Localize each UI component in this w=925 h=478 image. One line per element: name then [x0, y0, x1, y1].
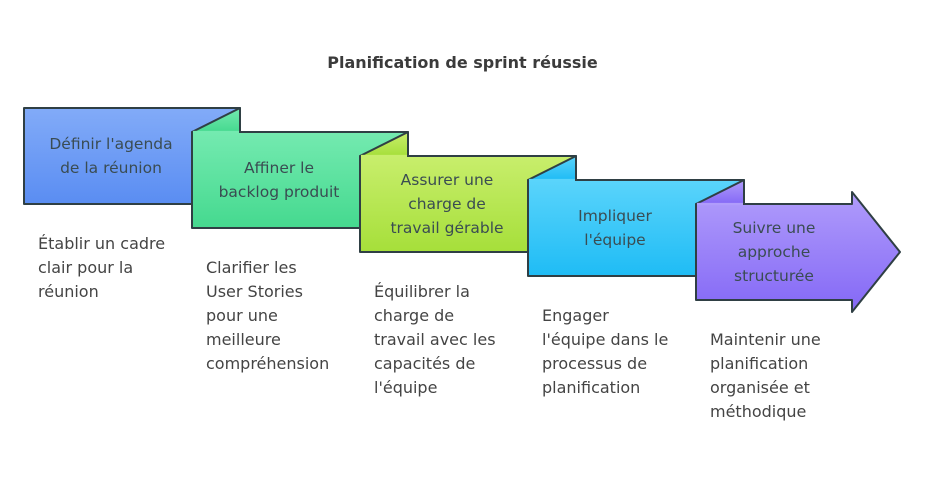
step-description-2: Clarifier les User Stories pour une meil… [206, 258, 330, 373]
step-description-5: Maintenir une planification organisée et… [710, 330, 821, 421]
step-label-text: Définir l'agenda de la réunion [49, 132, 172, 180]
step-label-line: Assurer une [400, 171, 494, 189]
step-label-line: approche [737, 243, 811, 261]
step-label-line: l'équipe [584, 231, 646, 249]
step-label-line: Suivre une [732, 219, 816, 237]
step-label-1: Définir l'agenda de la réunion [24, 108, 198, 204]
step-label-line: Affiner le [243, 159, 315, 177]
step-label-line: structurée [734, 267, 814, 285]
step-shape-5 [695, 191, 901, 313]
step-label-5: Suivre une approche structurée [696, 204, 852, 300]
step-label-3: Assurer une charge de travail gérable [360, 156, 534, 252]
step-description-3: Équilibrer la charge de travail avec les… [374, 282, 496, 397]
step-label-text: Suivre une approche structurée [733, 216, 816, 288]
step-label-line: travail gérable [390, 219, 504, 237]
step-label-line: charge de [408, 195, 486, 213]
step-label-line: Impliquer [578, 207, 652, 225]
step-label-line: backlog produit [218, 183, 340, 201]
step-label-text: Affiner le backlog produit [219, 156, 340, 204]
step-description-4: Engager l'équipe dans le processus de pl… [542, 306, 669, 397]
step-label-2: Affiner le backlog produit [192, 132, 366, 228]
step-label-text: Impliquer l'équipe [578, 204, 652, 252]
step-label-4: Impliquer l'équipe [528, 180, 702, 276]
diagram-title: Planification de sprint réussie [327, 53, 598, 72]
step-label-line: Définir l'agenda [49, 135, 173, 153]
step-label-text: Assurer une charge de travail gérable [390, 168, 503, 240]
step-label-line: de la réunion [60, 159, 162, 177]
step-description-1: Établir un cadre clair pour la réunion [38, 234, 166, 301]
